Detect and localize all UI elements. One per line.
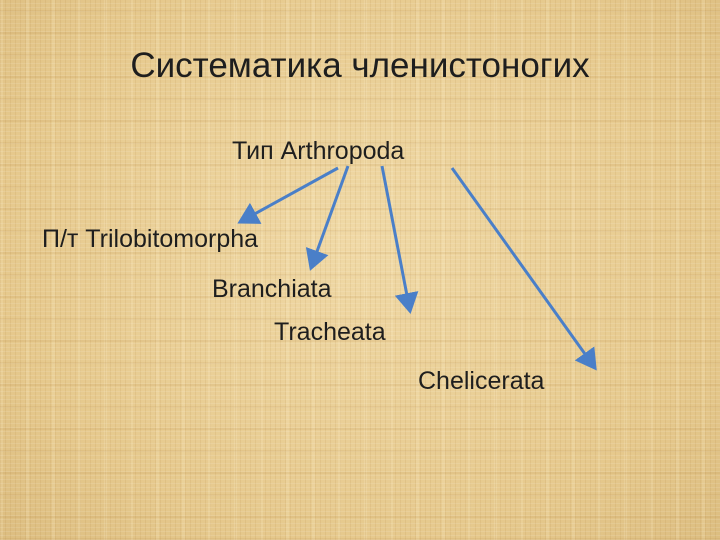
arrow-to-chelicerata [450, 167, 597, 371]
arrow-to-branchiata [305, 165, 350, 271]
arrow-to-trilobitomorpha [237, 166, 339, 224]
node-branchiata: Branchiata [212, 275, 332, 303]
node-arthropoda: Тип Arthropoda [232, 137, 405, 165]
node-chelicerata: Chelicerata [418, 367, 545, 395]
node-trilobitomorpha: П/т Trilobitomorpha [42, 225, 259, 253]
arrow-to-tracheata [380, 165, 419, 314]
node-tracheata: Tracheata [274, 318, 386, 346]
slide-title: Систематика членистоногих [130, 46, 590, 85]
